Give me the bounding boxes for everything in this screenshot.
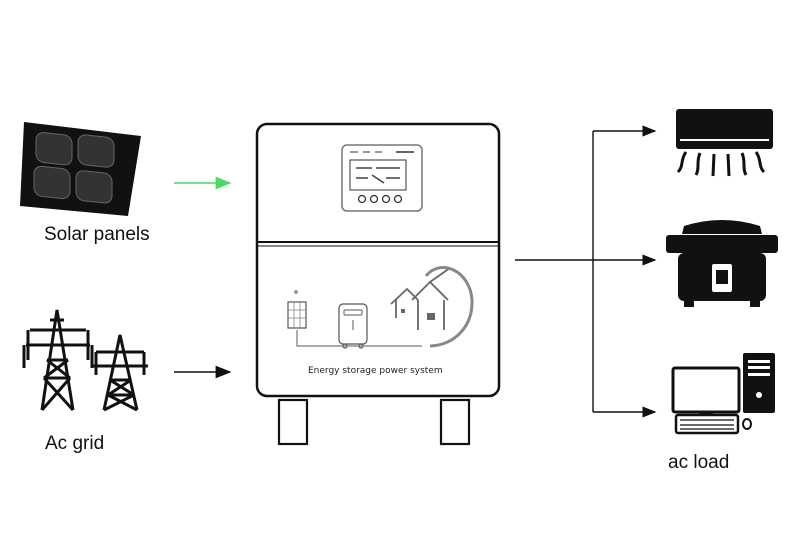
air-conditioner-icon	[676, 109, 773, 177]
inverter-icon	[338, 303, 368, 349]
cabinet-foot-right	[439, 398, 471, 446]
output-arrows	[515, 125, 657, 418]
control-panel	[341, 144, 423, 212]
mini-panel-icon	[287, 301, 307, 329]
house-icon	[390, 266, 474, 348]
energy-storage-cabinet	[255, 122, 501, 446]
system-illustration	[287, 266, 474, 349]
system-caption: Energy storage power system	[308, 366, 443, 376]
power-tower-icon	[22, 309, 148, 412]
panel-button	[369, 194, 379, 204]
solar-panels-label: Solar panels	[44, 224, 150, 245]
computer-icon	[671, 353, 775, 435]
ac-load-label: ac load	[668, 452, 730, 473]
panel-button	[393, 194, 403, 204]
connection-line	[296, 330, 422, 347]
panel-button	[357, 194, 367, 204]
solar-panel-icon	[20, 122, 141, 216]
panel-button	[381, 194, 391, 204]
cabinet-foot-left	[277, 398, 309, 446]
ac-grid-label: Ac grid	[45, 433, 105, 454]
lcd-screen	[349, 159, 407, 191]
rice-cooker-icon	[666, 220, 778, 307]
